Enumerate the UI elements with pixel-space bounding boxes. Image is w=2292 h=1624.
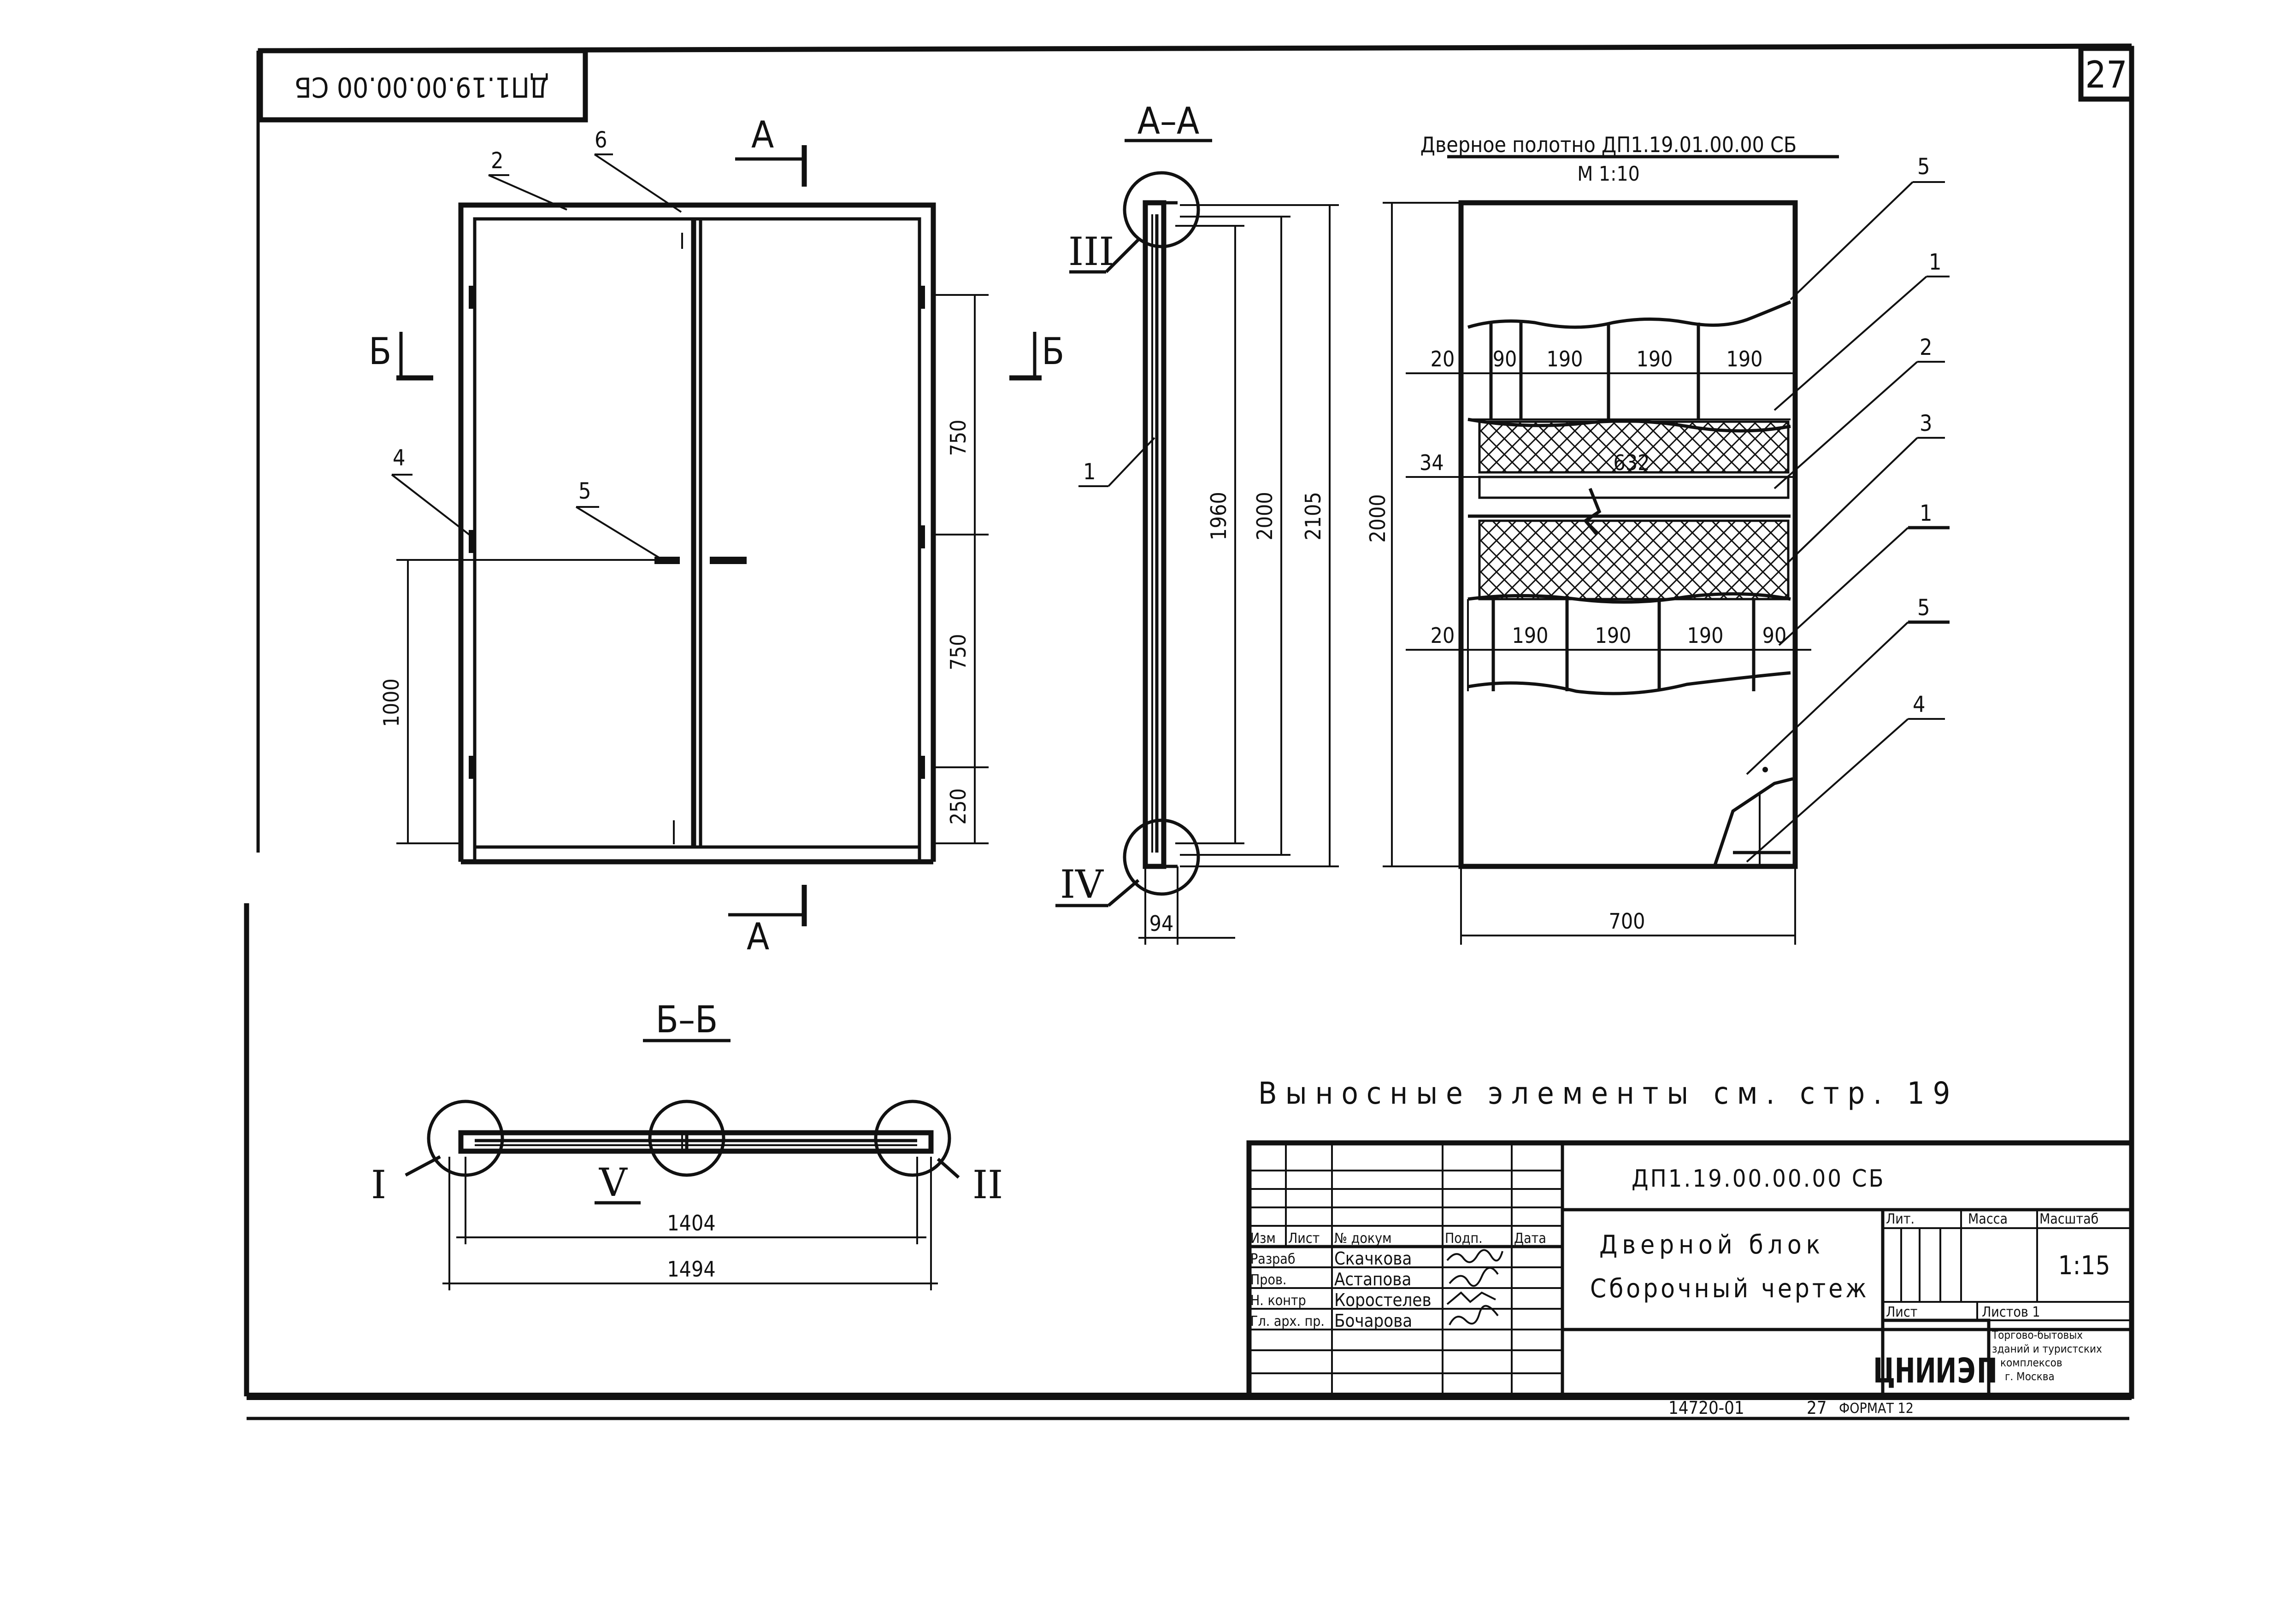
archive-format: ФОРМАТ 12 <box>1839 1400 1914 1417</box>
section-marks: А А Б Б <box>369 113 1064 958</box>
dim-1000: 1000 <box>379 678 404 727</box>
signature-1 <box>1446 1249 1503 1263</box>
elevation-dimensions: 750 750 250 1000 <box>379 294 989 844</box>
signature-3 <box>1446 1291 1496 1305</box>
tb-mass-label: Масса <box>1968 1211 2008 1227</box>
org-line-1: Торгово-бытовых <box>1992 1329 2083 1342</box>
dim-750-mid: 750 <box>946 634 971 671</box>
leaf-dim-width: 700 <box>1609 909 1645 934</box>
remote-elements-note: Выносные элементы см. стр. 19 <box>1258 1076 1958 1111</box>
row3-190a: 190 <box>1512 623 1549 648</box>
name-korostelev: Коростелев <box>1334 1290 1432 1310</box>
detail-v: V <box>599 1160 628 1205</box>
tb-scale-label: Масштаб <box>2039 1211 2098 1227</box>
row1-190a: 190 <box>1547 347 1583 371</box>
callout-5: 5 <box>578 478 591 504</box>
top-code-stamp: ДП1.19.00.00.00 СБ <box>258 48 588 123</box>
hdr-sign: Подп. <box>1445 1230 1483 1247</box>
hdr-date: Дата <box>1514 1230 1546 1247</box>
callout-1-aa: 1 <box>1083 459 1096 485</box>
section-bb: Б–Б I V II 1404 1494 <box>371 998 1003 1290</box>
row1-190c: 190 <box>1726 347 1763 371</box>
sheet-number: 27 <box>2085 53 2127 96</box>
dim-94: 94 <box>1149 911 1174 936</box>
leaf-callout-3: 3 <box>1920 411 1932 436</box>
org-line-3: комплексов <box>2000 1356 2062 1369</box>
dim-2000: 2000 <box>1252 492 1277 540</box>
tb-sheets: Листов 1 <box>1982 1304 2040 1320</box>
name-skachkova: Скачкова <box>1334 1248 1412 1269</box>
name-bocharova: Бочарова <box>1334 1311 1412 1331</box>
tb-name-2: Сборочный чертеж <box>1590 1274 1869 1304</box>
bb-dim-1494: 1494 <box>667 1257 715 1282</box>
row3-190b: 190 <box>1595 623 1632 648</box>
title-block: Изм Лист № докум Подп. Дата Разраб Скачк… <box>1246 1140 2134 1399</box>
detail-i: I <box>371 1162 386 1207</box>
sheet-number-box: 27 <box>2078 46 2134 102</box>
org-line-4: г. Москва <box>2005 1370 2055 1383</box>
door-leaf-title: Дверное полотно ДП1.19.01.00.00 СБ <box>1420 132 1797 157</box>
hdr-list: Лист <box>1288 1230 1320 1247</box>
signature-2 <box>1449 1267 1499 1287</box>
tb-name-1: Дверной блок <box>1599 1230 1825 1260</box>
tb-sheet: Лист <box>1886 1304 1917 1320</box>
section-aa: А–А III IV 1 1960 2000 2105 <box>1055 100 1339 945</box>
row1-190b: 190 <box>1637 347 1673 371</box>
leaf-callout-1a: 1 <box>1929 249 1941 275</box>
leaf-dim-height: 2000 <box>1365 494 1390 542</box>
role-razrab: Разраб <box>1250 1251 1296 1267</box>
mark-b-right: Б <box>1042 330 1064 373</box>
row2-632: 632 <box>1614 450 1650 475</box>
hdr-doc: № докум <box>1334 1230 1391 1247</box>
dim-750-top: 750 <box>946 420 971 456</box>
hdr-izm: Изм <box>1250 1230 1276 1247</box>
leaf-callout-2: 2 <box>1920 335 1932 360</box>
row3-20: 20 <box>1431 623 1455 648</box>
mark-a-top: А <box>751 113 774 156</box>
elevation-callouts: 2 6 4 5 <box>391 127 682 559</box>
row3-90: 90 <box>1762 623 1787 648</box>
bb-dim-1404: 1404 <box>667 1211 715 1236</box>
section-bb-title: Б–Б <box>656 998 718 1041</box>
row2-34: 34 <box>1420 450 1444 475</box>
door-leaf-detail: Дверное полотно ДП1.19.01.00.00 СБ М 1:1… <box>1365 132 1950 945</box>
tb-scale: 1:15 <box>2058 1251 2110 1281</box>
leaf-callout-4: 4 <box>1913 692 1925 718</box>
mark-a-bottom: А <box>747 915 769 958</box>
mark-b-left: Б <box>369 330 391 373</box>
door-elevation <box>458 202 936 865</box>
door-leaf-scale: М 1:10 <box>1577 162 1640 186</box>
archive-line: 14720-01 27 ФОРМАТ 12 <box>1668 1398 1914 1418</box>
leaf-callout-5a: 5 <box>1917 154 1930 180</box>
top-code-text: ДП1.19.00.00.00 СБ <box>295 71 549 103</box>
tb-doc-code: ДП1.19.00.00.00 СБ <box>1632 1165 1885 1193</box>
role-prov: Пров. <box>1250 1272 1286 1288</box>
org-line-2: зданий и туристских <box>1992 1342 2102 1355</box>
dim-1960: 1960 <box>1206 492 1231 540</box>
leaf-callout-1b: 1 <box>1920 500 1932 526</box>
row1-90: 90 <box>1493 347 1517 371</box>
org-logo: ЦНИИЭП <box>1874 1351 1997 1391</box>
leaf-callout-5b: 5 <box>1917 595 1930 621</box>
archive-page: 27 <box>1807 1398 1827 1418</box>
callout-4: 4 <box>393 445 405 471</box>
detail-iv: IV <box>1060 862 1104 907</box>
callout-2: 2 <box>491 148 503 174</box>
dim-2105: 2105 <box>1301 492 1326 540</box>
callout-6: 6 <box>595 127 607 153</box>
archive-number: 14720-01 <box>1668 1398 1744 1418</box>
signature-4 <box>1449 1305 1499 1325</box>
dim-250: 250 <box>946 788 971 825</box>
detail-iii: III <box>1068 229 1114 274</box>
section-aa-title: А–А <box>1137 100 1199 142</box>
row3-190c: 190 <box>1687 623 1724 648</box>
detail-ii: II <box>972 1162 1003 1207</box>
role-nkontr: Н. контр <box>1250 1293 1306 1309</box>
tb-lit: Лит. <box>1886 1211 1915 1227</box>
sheet-frame <box>244 43 2134 1420</box>
name-astapova: Астапова <box>1334 1269 1411 1289</box>
row1-20: 20 <box>1431 347 1455 371</box>
role-glarh: Гл. арх. пр. <box>1250 1313 1325 1330</box>
